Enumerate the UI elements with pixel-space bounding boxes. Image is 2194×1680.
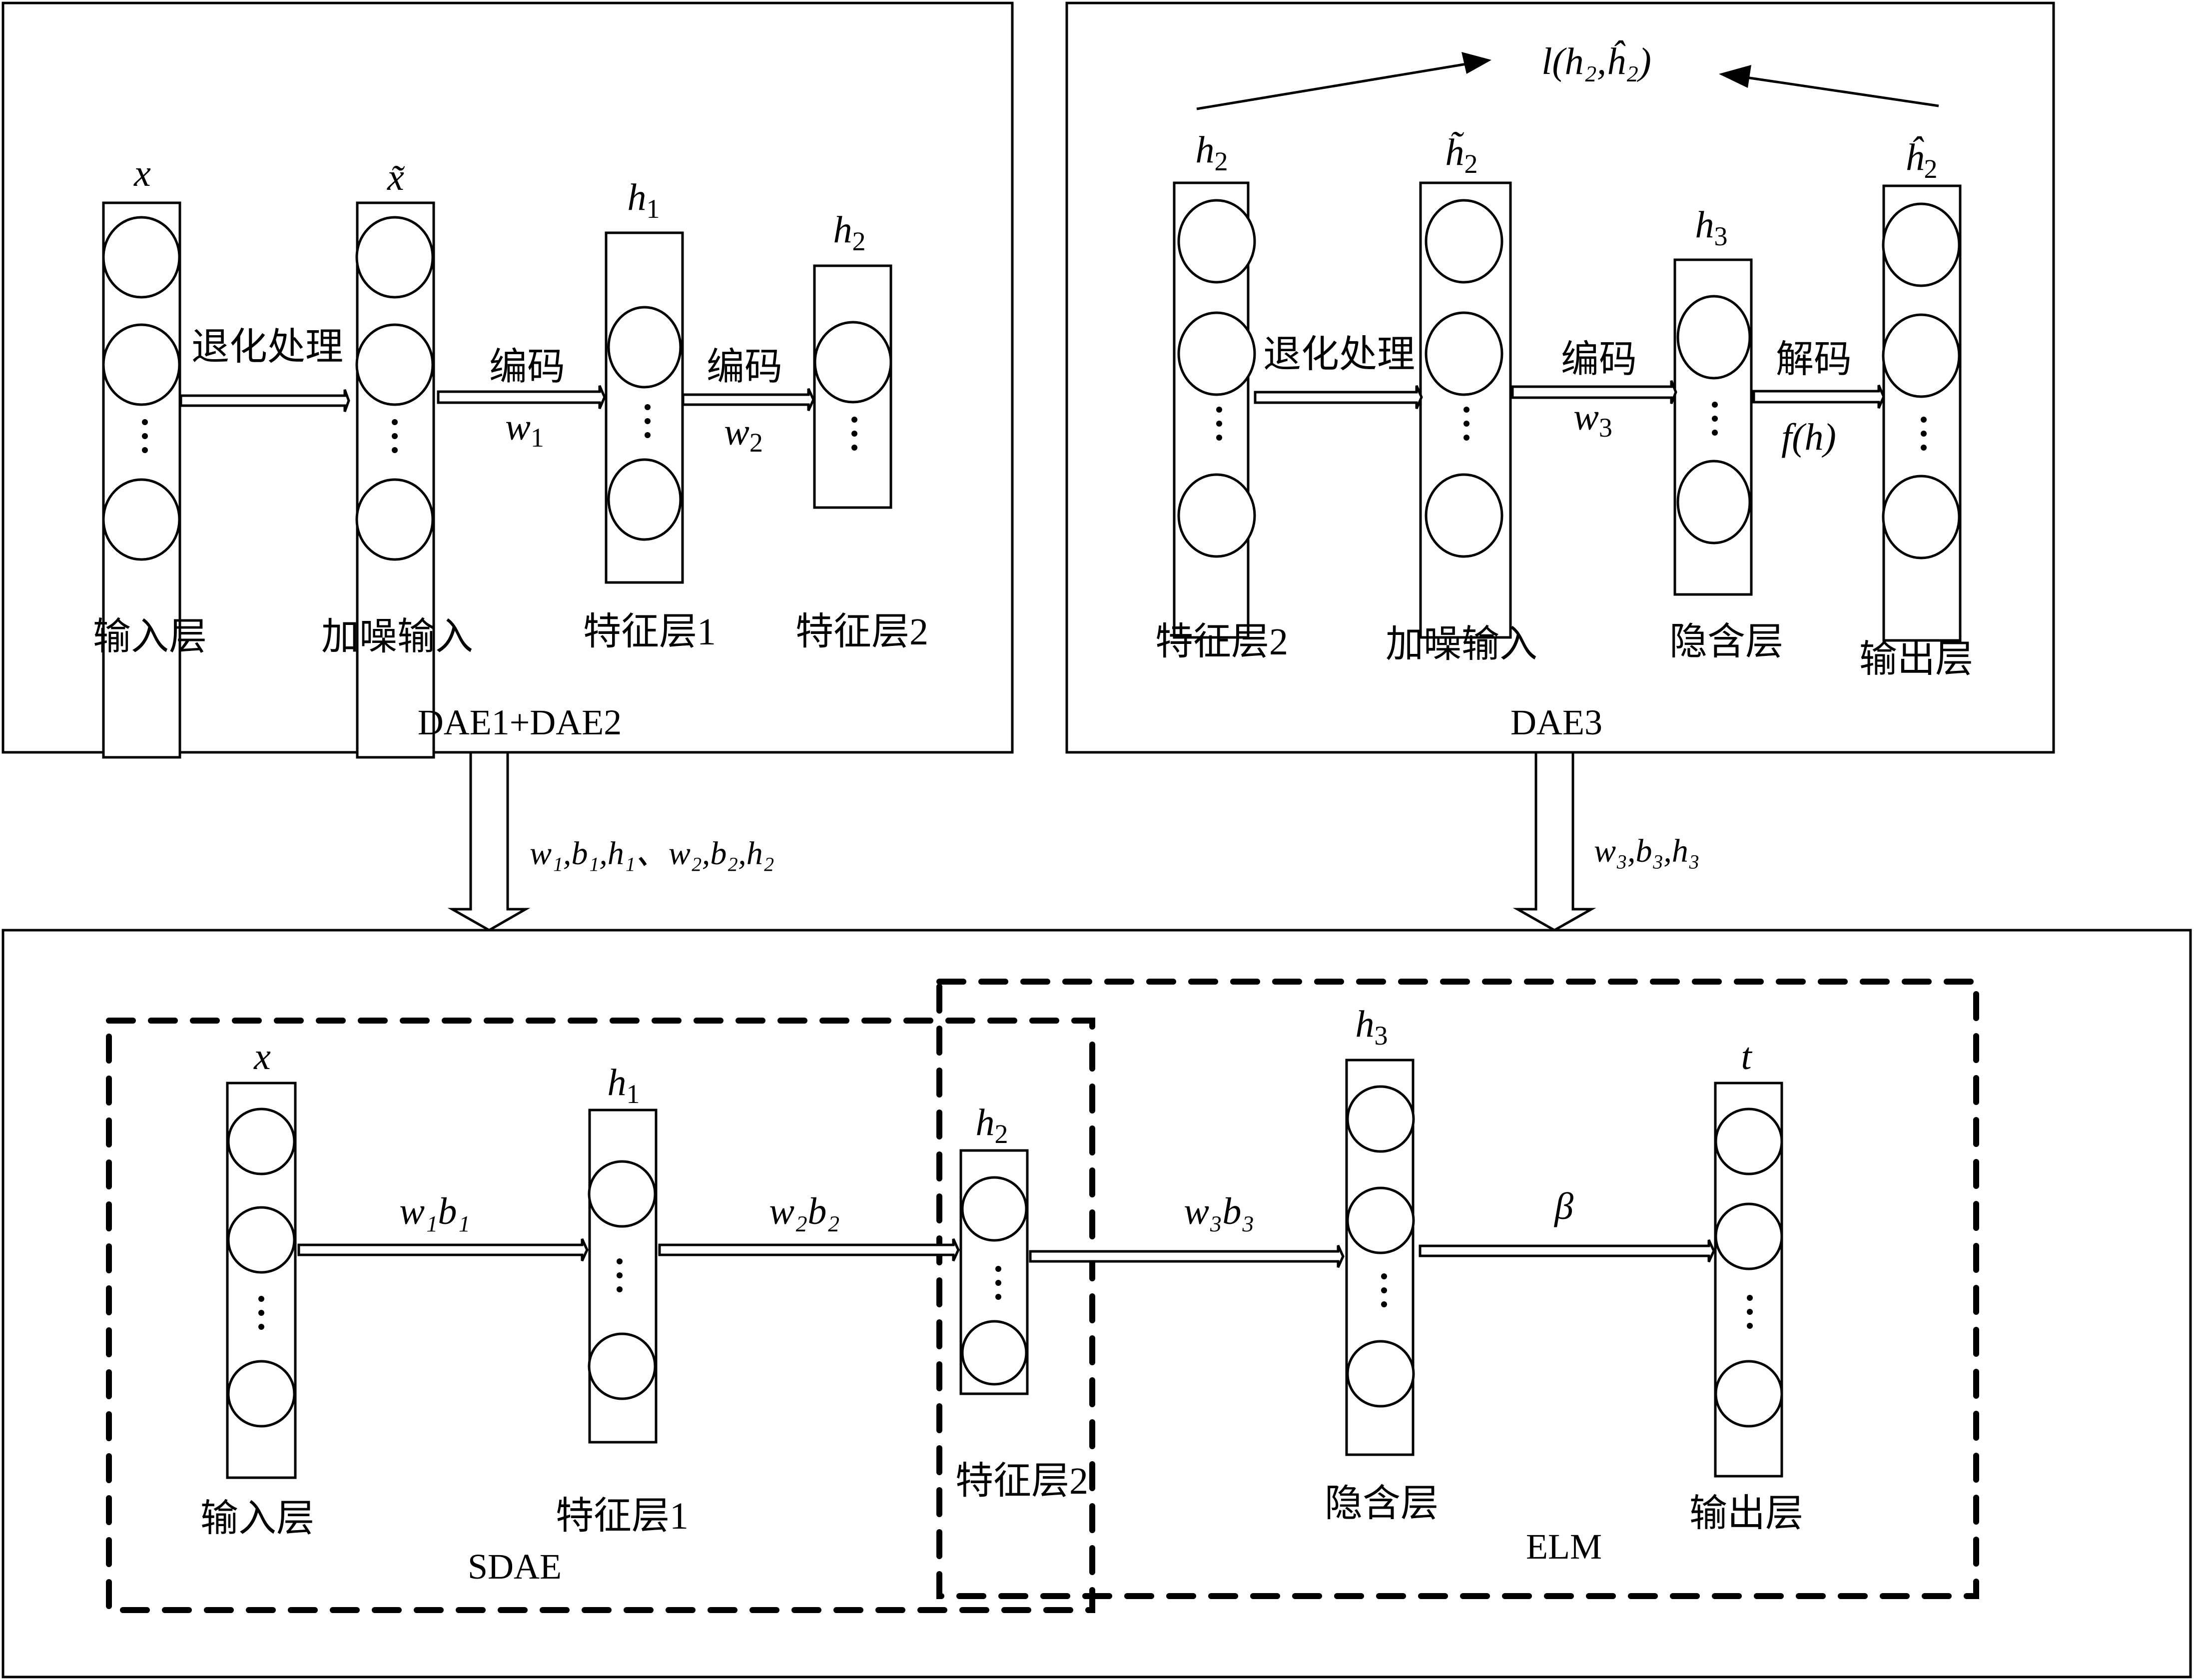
dae12-symbol-x: x — [133, 152, 151, 194]
bottom-caption-input: 输入层 — [200, 1498, 314, 1540]
bottom-caption-hidden: 隐含层 — [1325, 1483, 1439, 1525]
dae3-arrow-encode — [1511, 380, 1677, 404]
bottom-caption-feature1: 特征层1 — [556, 1495, 689, 1537]
dae12-symbol-h2: h2 — [833, 209, 866, 256]
bottom-layer-feature2 — [959, 1149, 1029, 1395]
bottom-symbol-h2: h2 — [976, 1102, 1008, 1149]
bottom-label-w2b2: w₂b₂ — [769, 1190, 840, 1232]
elm-dashed-region — [936, 979, 1979, 1599]
dae3-caption-output: 输出层 — [1859, 638, 1973, 680]
dae12-label-w1: w1 — [505, 406, 544, 453]
bottom-layer-input — [226, 1082, 297, 1479]
dae3-layer-hidden — [1673, 258, 1753, 596]
dae3-layer-noisy — [1419, 181, 1512, 639]
sdae-label: SDAE — [468, 1547, 562, 1587]
dae12-symbol-x-tilde: x̃ — [387, 156, 405, 198]
dae12-label-encode1: 编码 — [489, 346, 565, 388]
dae3-caption-noisy: 加噪输入 — [1386, 623, 1537, 665]
bottom-layer-output — [1714, 1082, 1783, 1478]
bottom-caption-feature2: 特征层2 — [955, 1460, 1088, 1502]
dae3-layer-output — [1882, 184, 1962, 642]
loss-arrowhead-left — [1462, 52, 1491, 74]
bottom-arrow-w1b1 — [297, 1238, 589, 1262]
dae3-symbol-h2: h2 — [1196, 129, 1228, 176]
dae12-label-encode2: 编码 — [707, 346, 782, 388]
dae12-title: DAE1+DAE2 — [418, 702, 622, 742]
loss-line-left — [1196, 62, 1467, 110]
dae3-label-encode: 编码 — [1561, 339, 1637, 381]
transfer-label-left: w₁,b₁,h₁、w₂,b₂,h₂ — [530, 835, 774, 872]
bottom-symbol-h3: h3 — [1356, 1003, 1388, 1051]
bottom-arrow-beta — [1419, 1239, 1715, 1263]
bottom-caption-output: 输出层 — [1689, 1493, 1803, 1535]
bottom-label-w1b1: w₁b₁ — [399, 1190, 470, 1232]
dae3-label-fh: f(h) — [1781, 416, 1836, 458]
dae3-layer-feature2 — [1173, 181, 1256, 639]
dae3-label-decode: 解码 — [1776, 339, 1852, 381]
dae12-arrow-encode2 — [682, 388, 815, 412]
panel-sdae-elm — [1, 929, 2192, 1679]
loss-arrowhead-right — [1719, 65, 1751, 88]
dae12-layer-feature1 — [605, 231, 684, 584]
transfer-label-right: w₃,b₃,h₃ — [1594, 833, 1700, 869]
bottom-symbol-x: x — [253, 1036, 271, 1078]
dae12-layer-feature2 — [813, 264, 892, 509]
dae3-caption-hidden: 隐含层 — [1669, 621, 1783, 663]
bottom-layer-hidden — [1345, 1059, 1415, 1456]
dae12-layer-noisy-input — [355, 201, 435, 759]
dae3-label-degrade: 退化处理 — [1263, 334, 1415, 376]
dae12-layer-input — [102, 201, 181, 759]
dae12-arrow-encode1 — [437, 385, 606, 409]
dae3-label-w3: w3 — [1573, 396, 1612, 443]
dae3-symbol-h3: h3 — [1695, 204, 1728, 251]
dae12-label-degrade: 退化处理 — [191, 326, 343, 368]
dae3-symbol-h2-tilde: h̃2 — [1446, 131, 1478, 179]
dae12-caption-input: 输入层 — [93, 616, 207, 658]
elm-label: ELM — [1526, 1527, 1602, 1567]
dae3-loss-label: l(h₂,ĥ₂) — [1541, 40, 1651, 82]
dae12-label-w2: w2 — [724, 411, 763, 458]
dae3-arrow-decode — [1752, 385, 1885, 409]
bottom-symbol-h1: h1 — [608, 1062, 640, 1109]
dae3-caption-feature2: 特征层2 — [1155, 621, 1288, 663]
bottom-label-beta: β — [1553, 1185, 1573, 1227]
bottom-symbol-t: t — [1741, 1036, 1752, 1078]
dae12-arrow-degrade — [179, 389, 350, 412]
bottom-layer-feature1 — [588, 1109, 658, 1444]
bottom-arrow-w2b2 — [658, 1238, 960, 1262]
dae12-caption-feature1: 特征层1 — [583, 611, 716, 653]
loss-line-right — [1746, 76, 1939, 107]
dae12-caption-noisy: 加噪输入 — [321, 616, 473, 658]
dae3-symbol-h2-hat: ĥ2 — [1905, 136, 1938, 184]
transfer-arrow-left — [447, 751, 531, 932]
dae3-arrow-degrade — [1254, 385, 1423, 409]
bottom-label-w3b3: w₃b₃ — [1184, 1190, 1255, 1232]
bottom-arrow-w3b3 — [1029, 1244, 1345, 1268]
transfer-arrow-right — [1512, 751, 1596, 932]
sdae-dashed-region — [106, 1018, 1095, 1613]
dae12-symbol-h1: h1 — [628, 176, 660, 224]
dae3-title: DAE3 — [1510, 702, 1602, 742]
dae12-caption-feature2: 特征层2 — [795, 611, 928, 653]
